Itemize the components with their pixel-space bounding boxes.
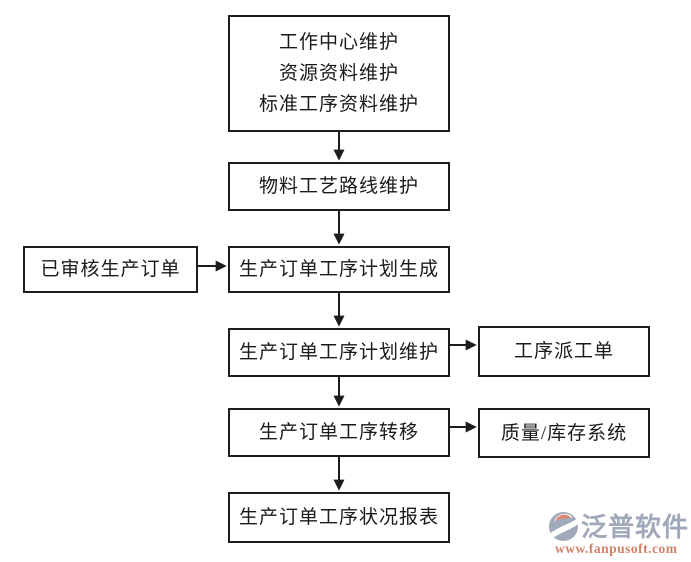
fanpu-logo-icon (548, 511, 579, 542)
node-label: 生产订单工序计划维护 (238, 342, 439, 363)
node-operation-status-report: 生产订单工序状况报表 (228, 492, 450, 543)
node-label: 已审核生产订单 (40, 259, 181, 280)
node-operation-transfer: 生产订单工序转移 (228, 408, 450, 457)
node-label-line: 资源资料维护 (278, 63, 399, 84)
node-label: 物料工艺路线维护 (258, 176, 419, 197)
node-operation-plan-maintenance: 生产订单工序计划维护 (228, 328, 450, 377)
node-label: 质量/库存系统 (500, 422, 628, 444)
node-label: 生产订单工序状况报表 (238, 507, 439, 528)
node-approved-production-order: 已审核生产订单 (23, 246, 198, 293)
node-operation-plan-generation: 生产订单工序计划生成 (228, 246, 450, 293)
node-label-line: 标准工序资料维护 (258, 94, 419, 115)
brand-url: www.fanpusoft.com (555, 541, 678, 556)
node-label: 工序派工单 (513, 341, 614, 362)
brand-name: 泛普软件 (581, 513, 690, 542)
node-master-data-maintenance: 工作中心维护 资源资料维护 标准工序资料维护 (228, 15, 450, 132)
node-label: 生产订单工序计划生成 (238, 259, 439, 280)
node-label: 生产订单工序转移 (258, 422, 419, 443)
node-label-line: 工作中心维护 (278, 32, 399, 53)
brand-watermark: 泛普软件 www.fanpusoft.com (546, 504, 691, 560)
node-quality-inventory-system: 质量/库存系统 (478, 408, 650, 458)
node-material-routing-maintenance: 物料工艺路线维护 (228, 162, 450, 211)
node-operation-dispatch-ticket: 工序派工单 (478, 326, 650, 377)
